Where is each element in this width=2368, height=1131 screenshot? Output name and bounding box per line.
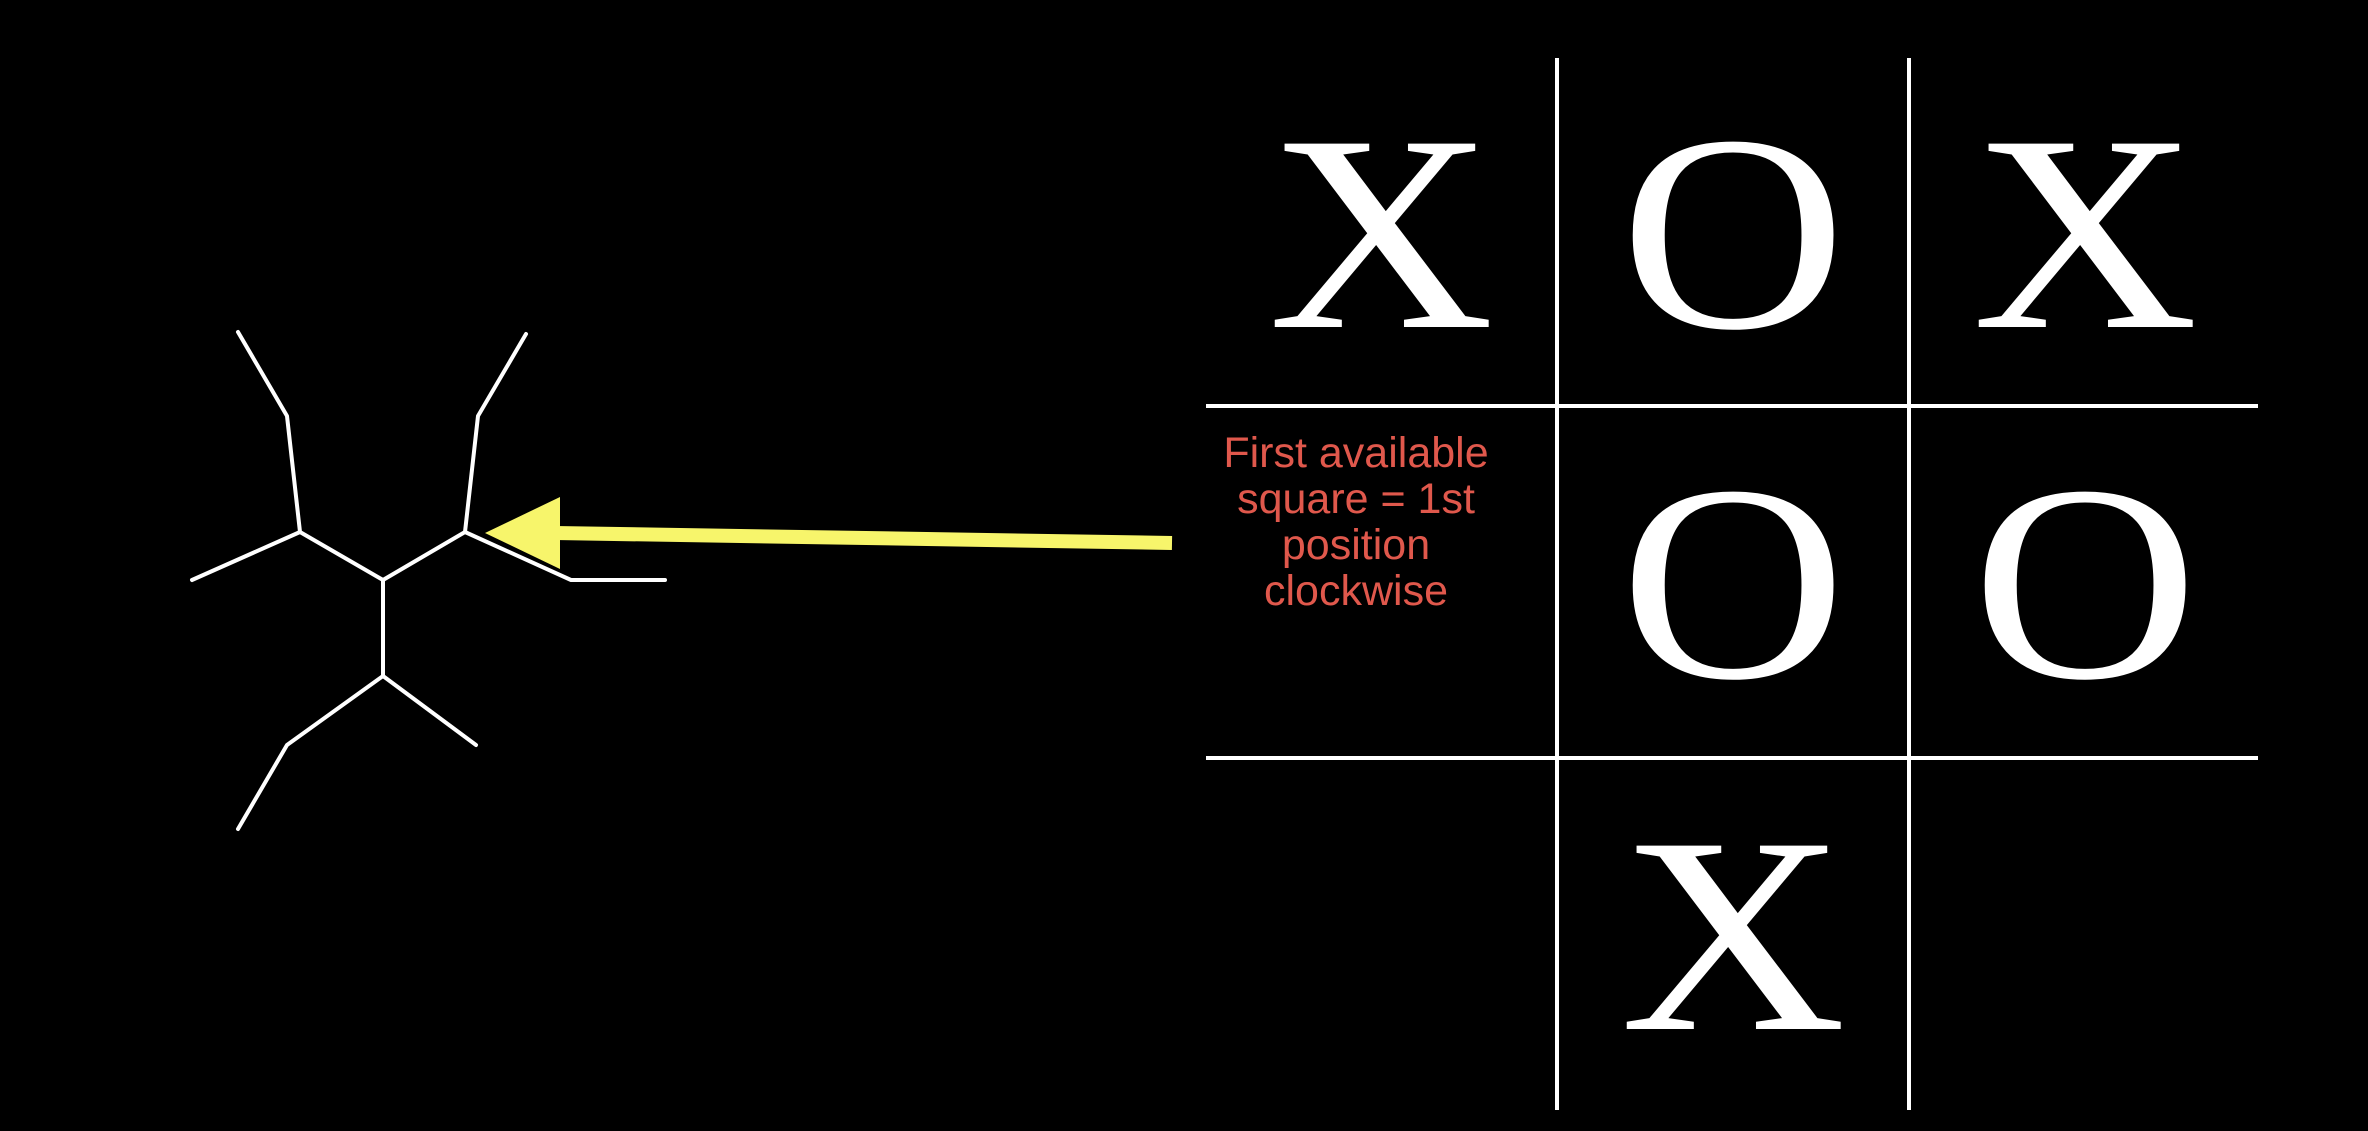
cell-1-1: O bbox=[1558, 408, 1908, 758]
mark-x: X bbox=[1267, 77, 1495, 388]
tree-branch-upper-left bbox=[236, 330, 528, 582]
tree-branch-left-stub bbox=[190, 530, 302, 582]
cell-0-0: X bbox=[1206, 58, 1556, 408]
cell-2-1: X bbox=[1558, 760, 1908, 1110]
mark-x: X bbox=[1971, 77, 2199, 388]
arrow-head bbox=[485, 497, 560, 569]
cell-0-1: O bbox=[1558, 58, 1908, 408]
board-grid bbox=[1206, 58, 2258, 1110]
tree-branch-lower-right bbox=[381, 674, 478, 747]
annotation-text: First available square = 1st position cl… bbox=[1223, 429, 1489, 615]
mark-x: X bbox=[1619, 779, 1847, 1090]
branch-tree bbox=[190, 330, 667, 831]
mark-o: O bbox=[1619, 427, 1847, 738]
cell-0-2: X bbox=[1910, 58, 2260, 408]
cell-1-2: O bbox=[1910, 408, 2260, 758]
pointer-arrow bbox=[485, 497, 1173, 569]
tree-trunk bbox=[236, 578, 385, 831]
arrow-shaft bbox=[554, 526, 1173, 550]
mark-o: O bbox=[1619, 77, 1847, 388]
mark-o: O bbox=[1971, 427, 2199, 738]
tree-branch-right-stub bbox=[463, 530, 667, 582]
